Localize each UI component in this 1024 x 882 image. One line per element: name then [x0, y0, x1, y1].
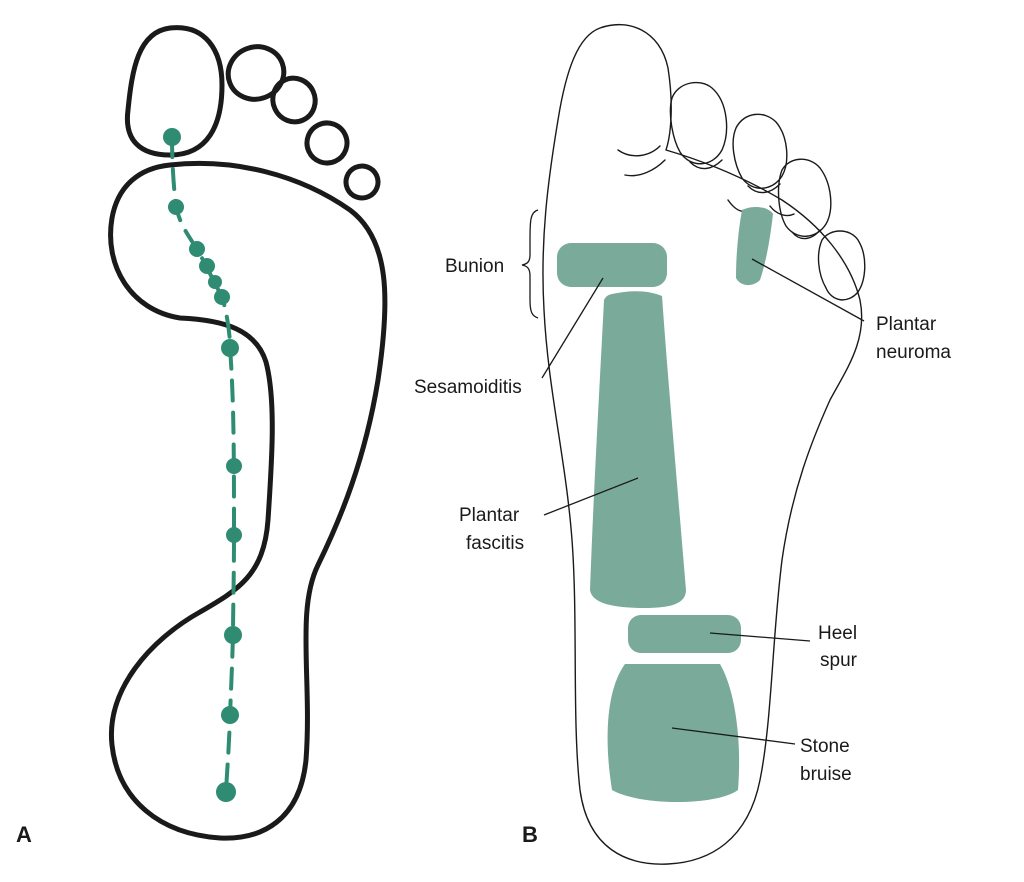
- plantar-neuroma-zone: [736, 206, 773, 286]
- gait-point: [226, 527, 242, 543]
- panel-a-label: A: [16, 822, 32, 847]
- bunion-zone: [557, 243, 667, 287]
- plantar-fascitis-leader: [543, 477, 639, 516]
- panel-b-foot: Bunion Sesamoiditis Plantar fascitis Pla…: [414, 24, 951, 865]
- stone-bruise-label-line2: bruise: [800, 764, 852, 785]
- toe-4-outline: [304, 120, 350, 166]
- toe-b5-outline: [817, 230, 866, 301]
- plantar-fascitis-label-line2: fascitis: [466, 533, 524, 554]
- gait-points: [163, 128, 242, 802]
- sole-b-outline: [542, 24, 863, 865]
- gait-point: [199, 258, 215, 274]
- sesamoiditis-leader: [541, 277, 604, 379]
- stone-bruise-leader: [671, 727, 796, 745]
- gait-point: [214, 289, 230, 305]
- gait-point: [221, 339, 239, 357]
- plantar-neuroma-label-line2: neuroma: [876, 342, 951, 363]
- gait-point: [226, 458, 242, 474]
- heel-spur-label-line1: Heel: [818, 623, 857, 644]
- big-toe-outline: [124, 25, 225, 158]
- bunion-brace: [521, 209, 539, 319]
- toe-5-outline: [343, 163, 381, 201]
- gait-point: [216, 782, 236, 802]
- stone-bruise-zone: [607, 664, 740, 802]
- heel-spur-zone: [628, 615, 741, 653]
- heel-spur-leader: [709, 632, 811, 642]
- gait-line: [170, 135, 237, 794]
- plantar-fascitis-label-line1: Plantar: [459, 505, 520, 526]
- toe-b3-outline: [732, 113, 788, 189]
- sesamoiditis-label: Sesamoiditis: [414, 377, 522, 398]
- big-toe-crease: [617, 145, 666, 177]
- heel-spur-label-line2: spur: [820, 650, 858, 671]
- toe-3-outline: [270, 75, 318, 125]
- gait-point: [189, 241, 205, 257]
- gait-point: [208, 275, 222, 289]
- toe-b4-outline: [777, 158, 832, 237]
- bunion-label: Bunion: [445, 256, 504, 277]
- panel-a-footprint: A: [16, 25, 388, 847]
- plantar-neuroma-leader: [751, 258, 865, 322]
- gait-point: [163, 128, 181, 146]
- gait-point: [168, 199, 184, 215]
- gait-point: [224, 626, 242, 644]
- stone-bruise-label-line1: Stone: [800, 736, 850, 757]
- toe-b2-outline: [669, 81, 728, 165]
- toe-crease-lines: [689, 159, 821, 240]
- sole-outline: [108, 160, 388, 841]
- toe-2-outline: [225, 44, 287, 102]
- gait-point: [221, 706, 239, 724]
- panel-b-label: B: [522, 822, 538, 847]
- plantar-neuroma-label-line1: Plantar: [876, 314, 937, 335]
- plantar-fascitis-zone: [590, 291, 686, 608]
